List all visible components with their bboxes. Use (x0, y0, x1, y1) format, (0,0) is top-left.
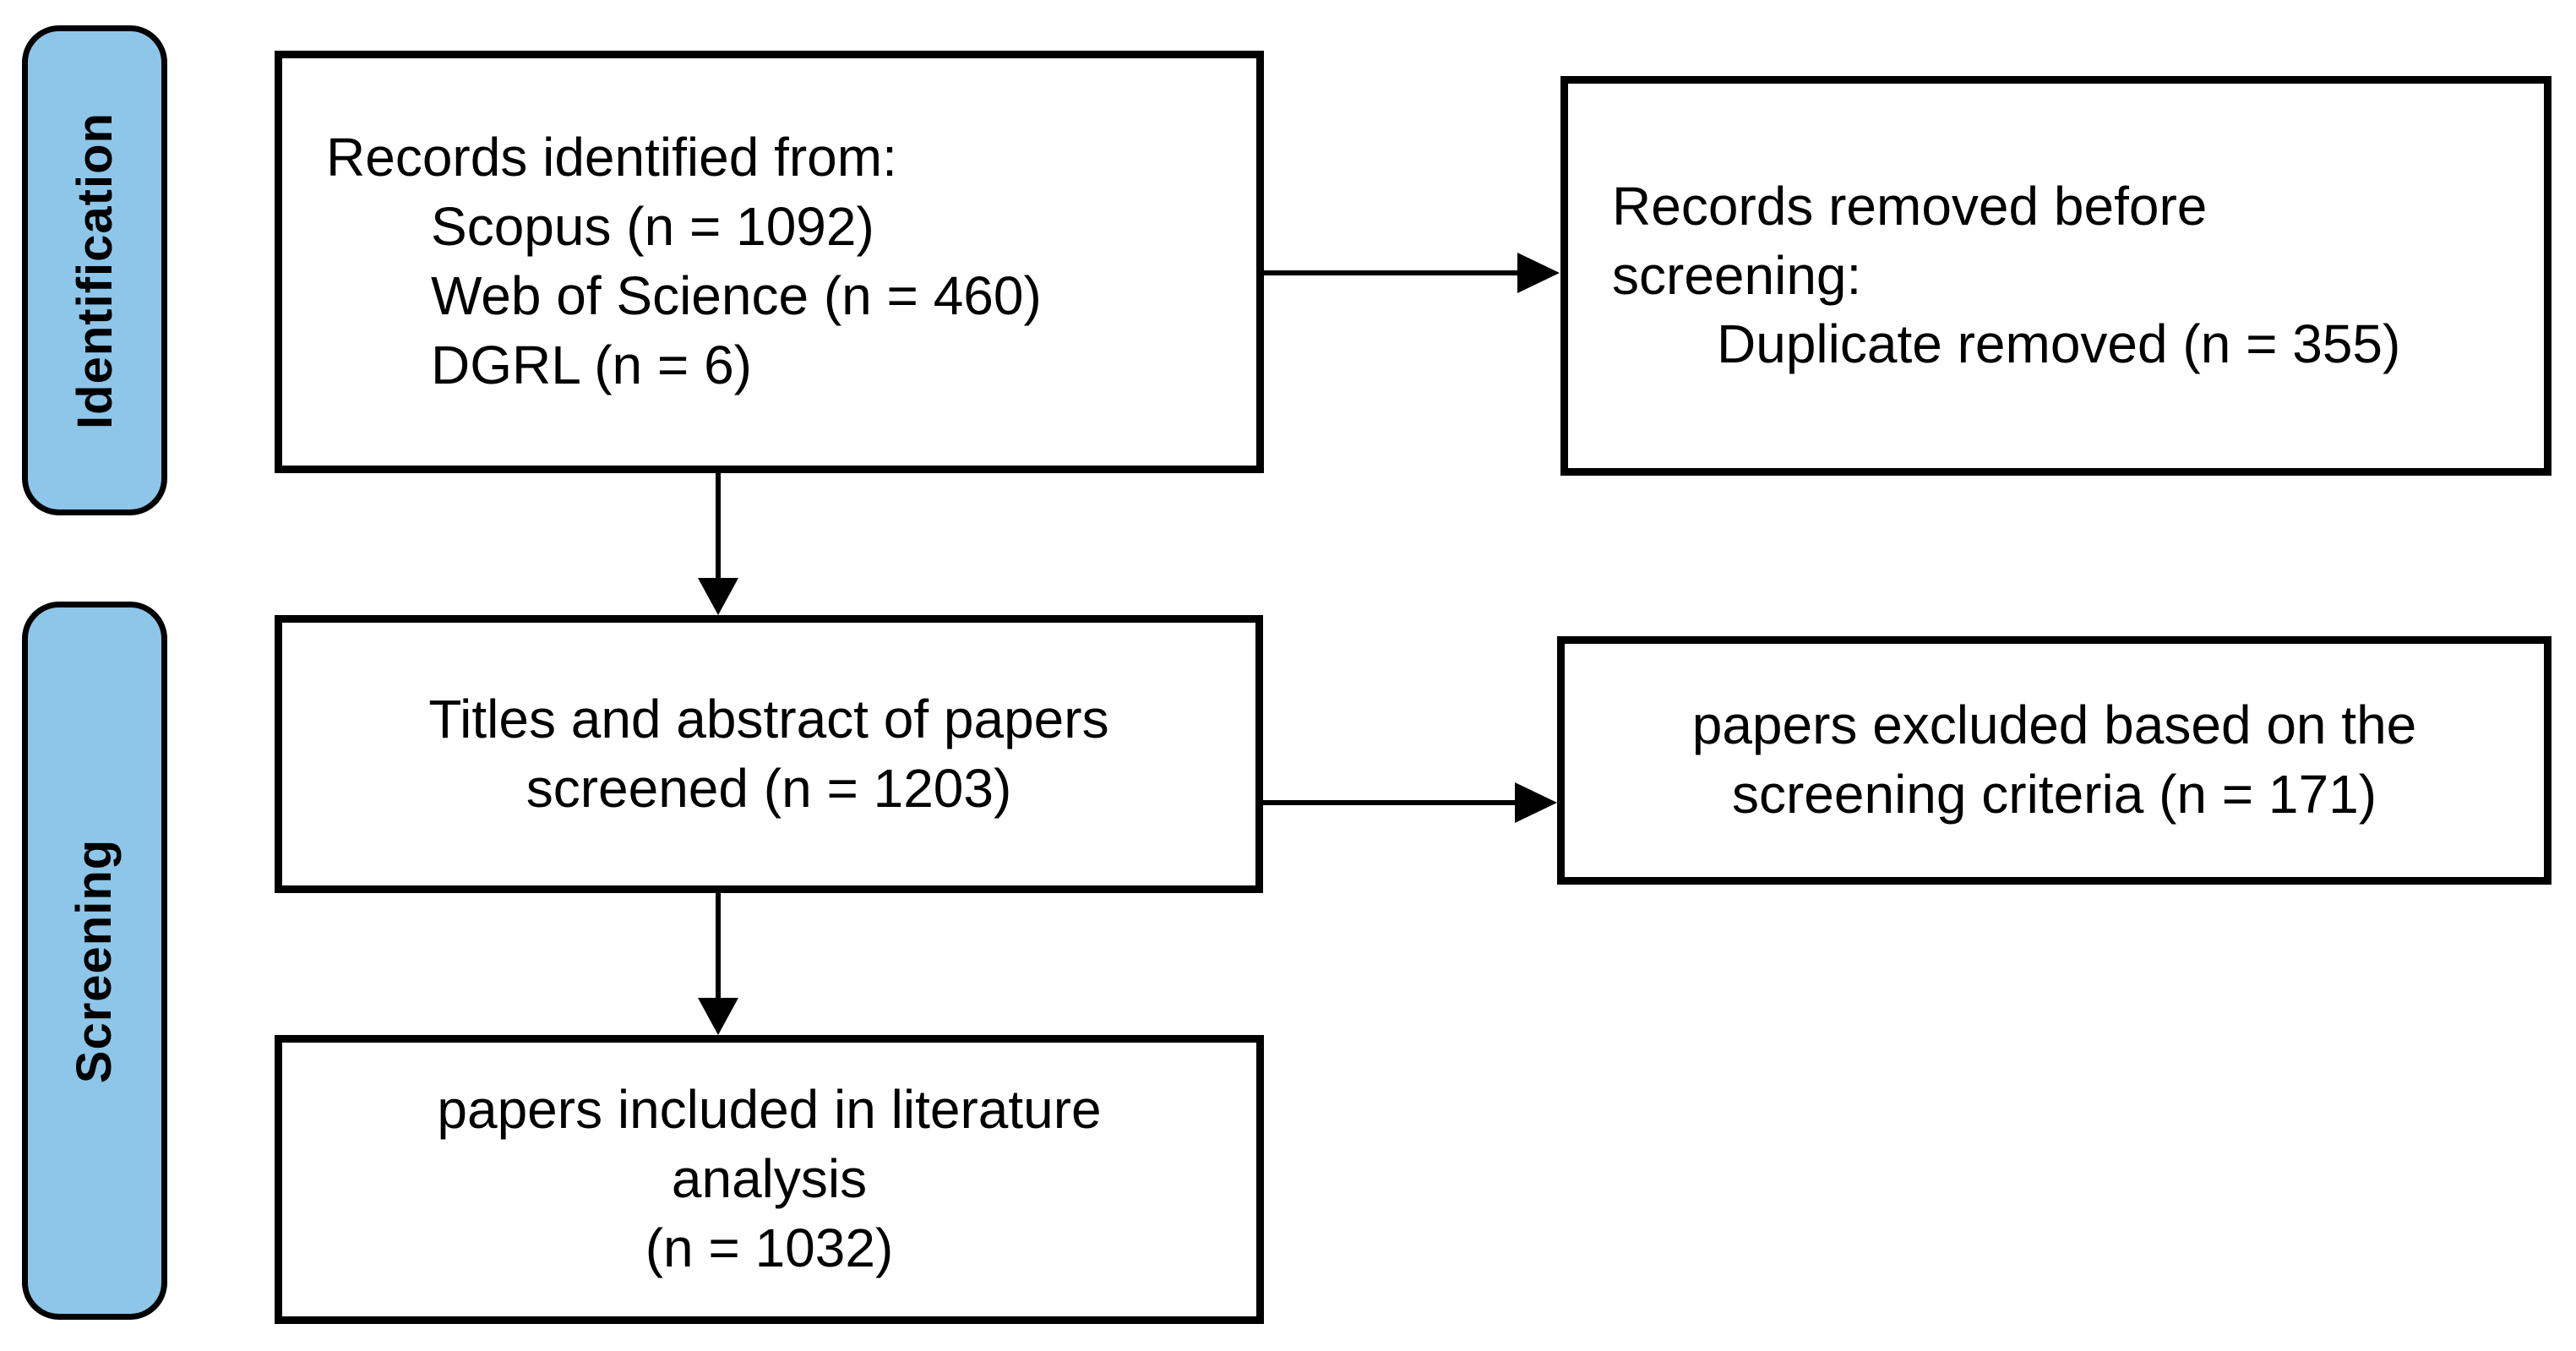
arrow-shaft (1263, 800, 1515, 805)
records-identified-source-scopus: Scopus (n = 1092) (431, 196, 874, 258)
stage-tab-identification: Identification (22, 25, 167, 515)
records-identified-source-web-of-science: Web of Science (n = 460) (431, 265, 1042, 326)
arrowhead-down-icon (698, 998, 738, 1035)
papers-screened-text: Titles and abstract of papers screened (… (428, 688, 1109, 819)
papers-included-text: papers included in literature analysis (… (437, 1079, 1102, 1278)
box-papers-excluded: papers excluded based on the screening c… (1557, 636, 2551, 885)
papers-excluded-text: papers excluded based on the screening c… (1691, 695, 2417, 825)
stage-tab-screening: Screening (22, 602, 167, 1320)
arrowhead-down-icon (698, 578, 738, 615)
records-identified-heading: Records identified from: (326, 127, 897, 188)
box-records-identified: Records identified from: Scopus (n = 109… (275, 51, 1264, 473)
stage-label-screening: Screening (67, 838, 123, 1083)
arrow-shaft (1264, 270, 1517, 275)
arrow-shaft (716, 473, 721, 578)
arrowhead-right-icon (1517, 253, 1560, 293)
box-records-removed: Records removed before screening: Duplic… (1560, 76, 2551, 476)
stage-label-identification: Identification (67, 112, 123, 429)
records-removed-duplicates: Duplicate removed (n = 355) (1717, 313, 2401, 375)
arrow-shaft (716, 893, 721, 998)
box-papers-included: papers included in literature analysis (… (275, 1035, 1264, 1324)
box-papers-screened: Titles and abstract of papers screened (… (275, 615, 1263, 893)
records-removed-heading: Records removed before screening: (1612, 175, 2208, 306)
arrowhead-right-icon (1515, 782, 1557, 823)
records-identified-source-dgrl: DGRL (n = 6) (431, 334, 752, 395)
